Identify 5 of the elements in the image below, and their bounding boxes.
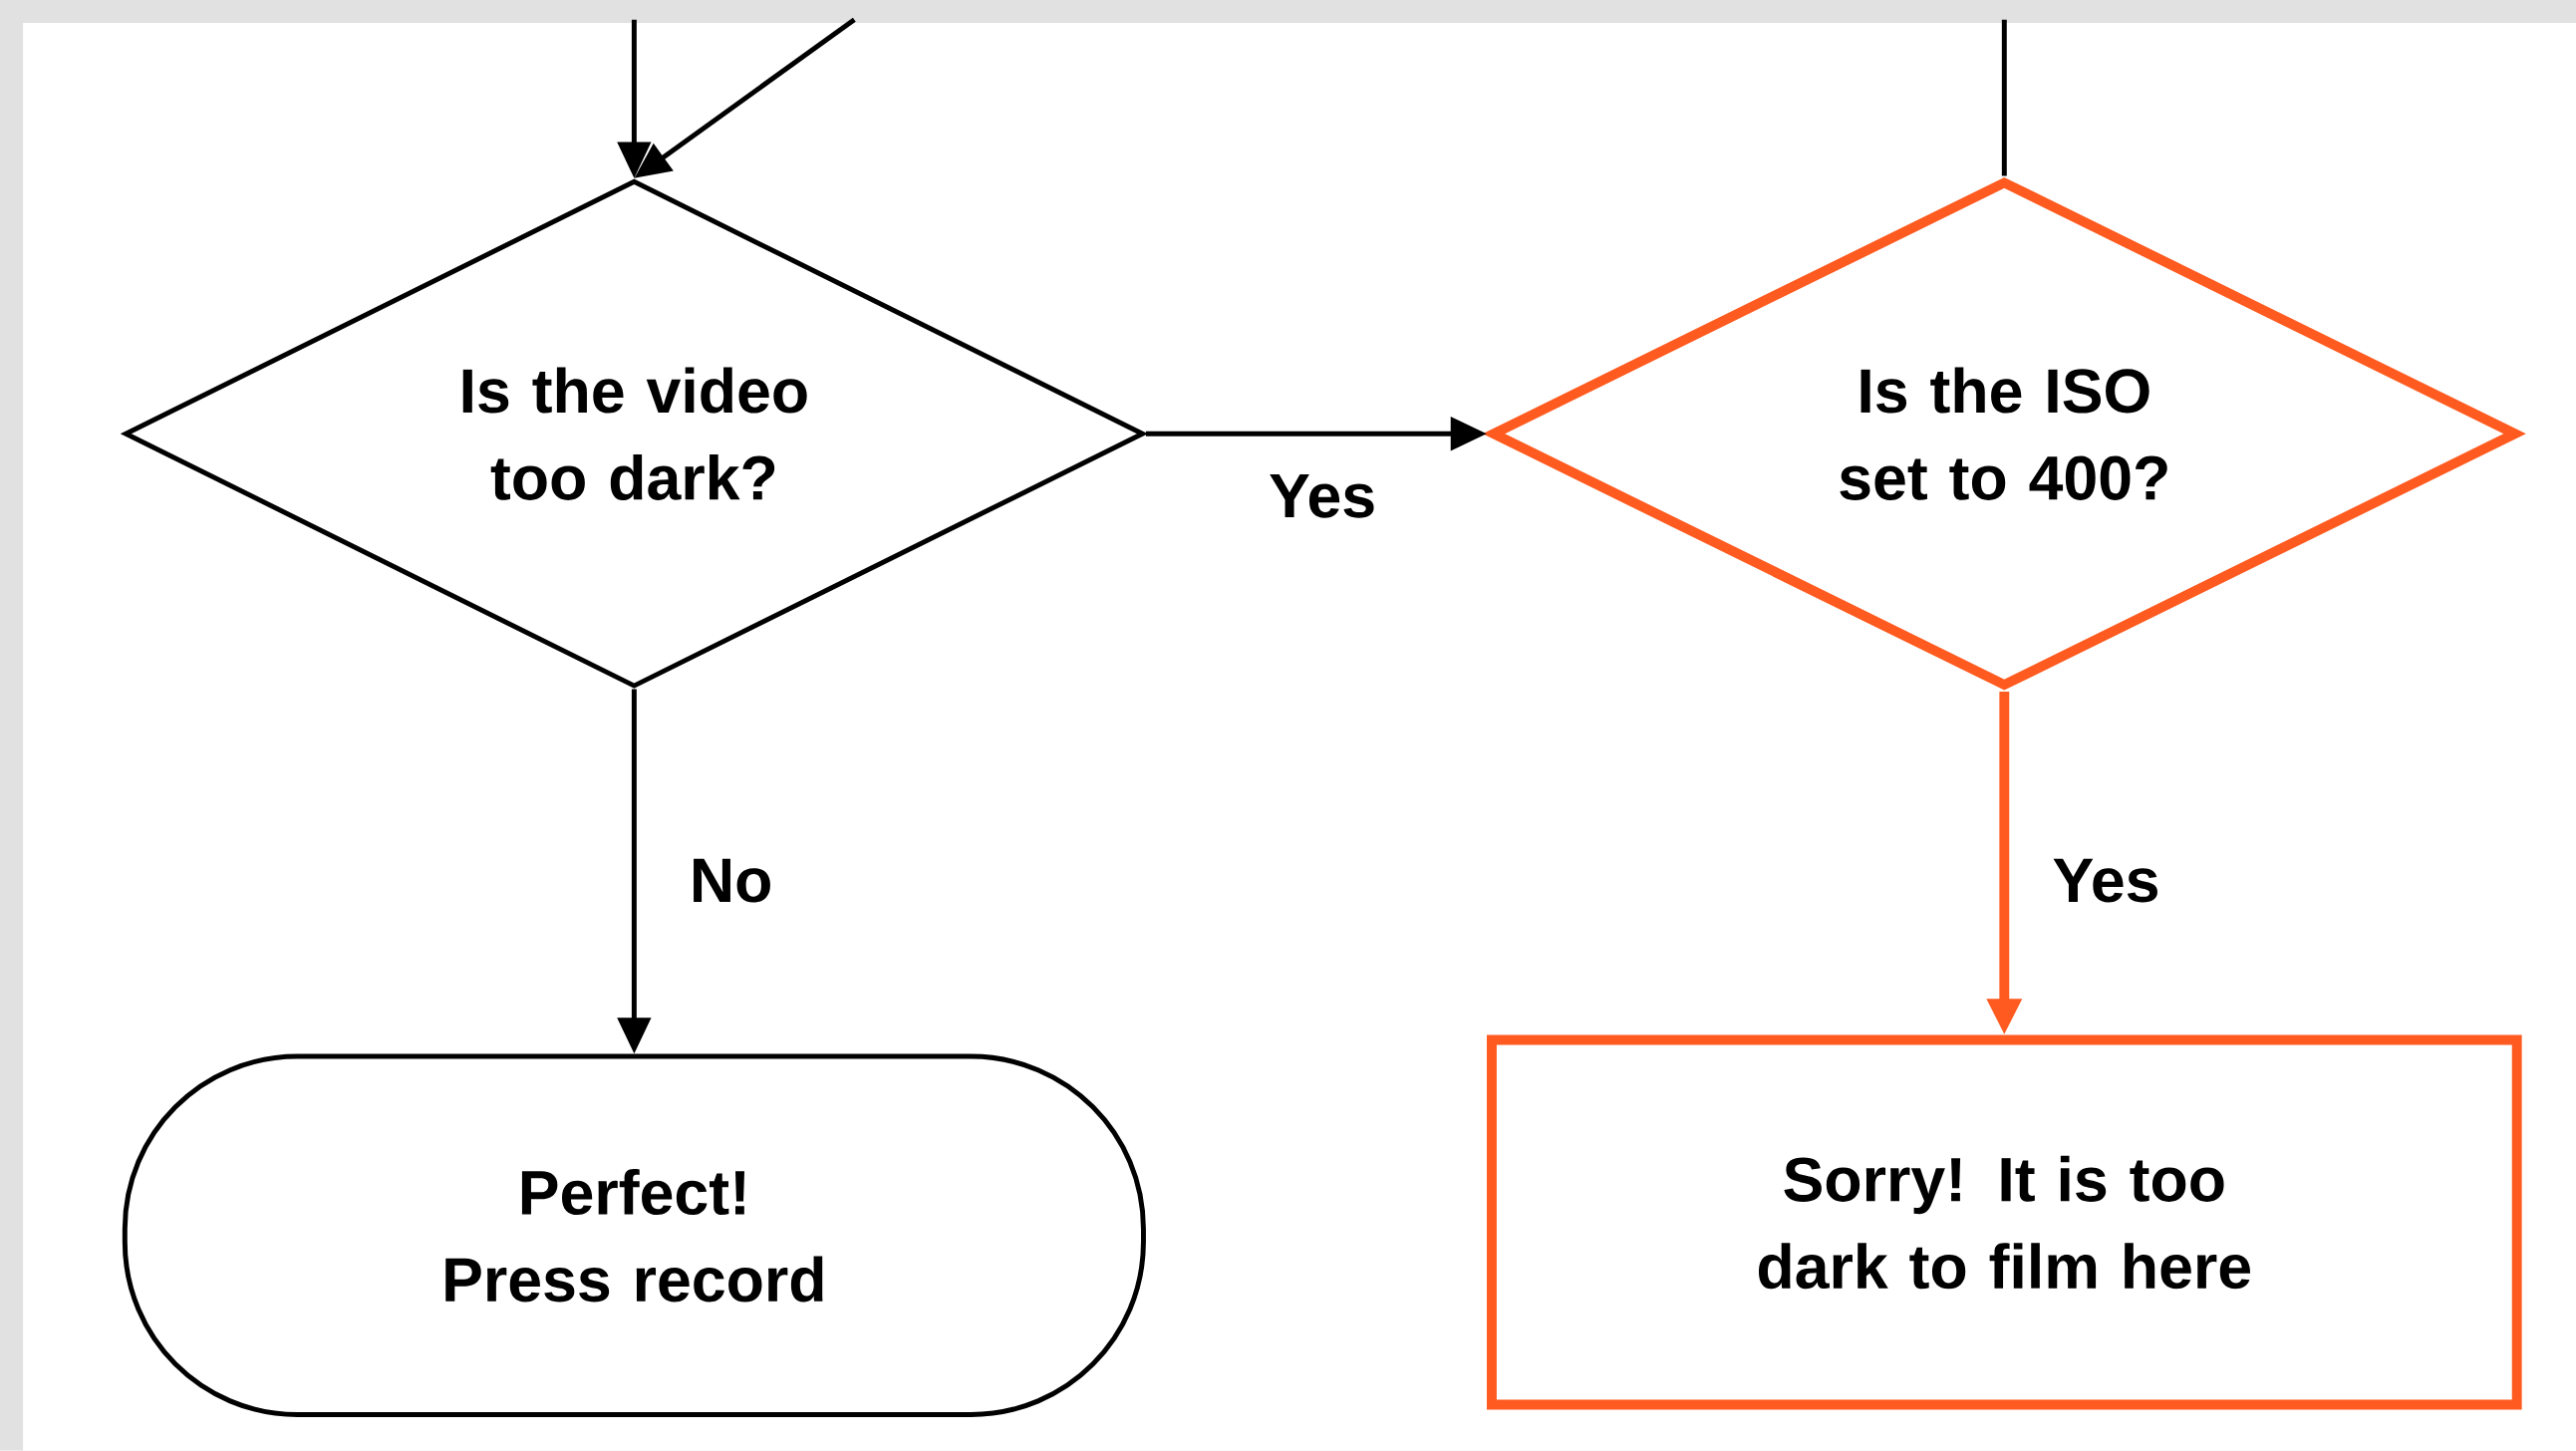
edge-label: Yes (2049, 855, 2163, 906)
process-box: Sorry! It is too dark to film here (1487, 1034, 2522, 1410)
edge-label: Yes (1265, 470, 1380, 522)
terminal-box: Perfect! Press record (122, 1053, 1146, 1418)
edge-label: No (686, 855, 776, 906)
